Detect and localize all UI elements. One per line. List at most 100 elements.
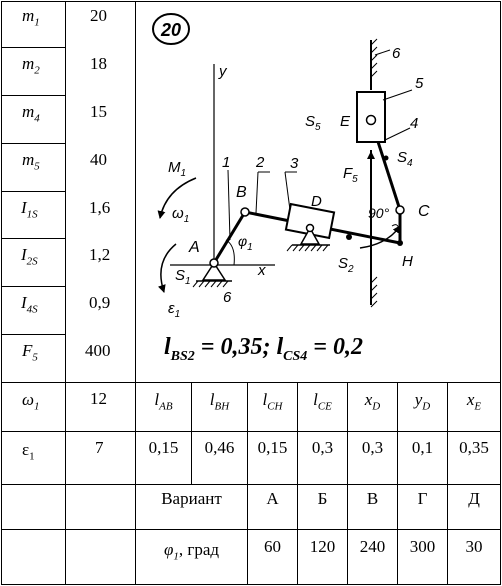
angle-a: 60: [264, 537, 281, 556]
col-line: [65, 1, 66, 585]
label-1: 1: [222, 154, 230, 171]
header-yd: yD: [414, 390, 431, 413]
col-line: [191, 382, 192, 484]
label-y: y: [218, 63, 228, 80]
label-6-top: 6: [392, 45, 401, 62]
row-line: [1, 47, 65, 48]
param-value-m2: 18: [90, 54, 107, 73]
param-label-m4: m4: [22, 102, 40, 125]
slider-d: [284, 202, 336, 252]
variant-d: Д: [468, 489, 480, 508]
point-s4: [383, 155, 389, 161]
row-line: [1, 286, 65, 287]
joint-c: [395, 205, 405, 215]
col-line: [397, 382, 398, 584]
length-formula: lBS2 = 0,35; lCS4 = 0,2: [164, 334, 363, 364]
label-2: 2: [255, 154, 265, 171]
row-line: [1, 95, 65, 96]
label-s2: S2: [338, 255, 354, 275]
row-line: [1, 191, 65, 192]
param-value-i4s: 0,9: [89, 293, 111, 312]
label-phi1: φ1: [238, 233, 253, 253]
variant-a: А: [266, 489, 279, 508]
col-line: [347, 382, 348, 584]
epsilon-arrow: [157, 243, 177, 293]
col-line: [297, 382, 298, 584]
label-f5: F5: [343, 165, 358, 185]
pivot-a: [192, 258, 232, 288]
param-label-i2s: I2S: [21, 245, 38, 268]
label-s4: S4: [397, 149, 413, 169]
param-value-eps1: 7: [95, 438, 104, 457]
param-label-m2: m2: [22, 54, 40, 77]
value-lce: 0,3: [311, 438, 334, 457]
variant-v: В: [366, 489, 379, 508]
label-s1: S1: [175, 267, 191, 287]
param-value-f5: 400: [85, 341, 111, 360]
header-xe: xE: [466, 390, 482, 413]
label-h: H: [402, 253, 413, 270]
header-xd: xD: [364, 390, 381, 413]
col-line: [247, 382, 248, 584]
label-4: 4: [410, 115, 418, 132]
col-line: [135, 1, 136, 585]
param-label-i4s: I4S: [21, 293, 38, 316]
param-value-omega1: 12: [90, 389, 107, 408]
param-label-i1s: I1S: [21, 198, 38, 221]
row-line: [1, 431, 501, 432]
label-a: A: [188, 239, 200, 256]
header-lab: lAB: [154, 390, 173, 413]
value-lab: 0,15: [148, 438, 179, 457]
row-line: [1, 334, 65, 335]
param-label-m1: m1: [22, 6, 40, 29]
label-6-bottom: 6: [223, 289, 232, 306]
angle-row-label: φ1, град: [163, 540, 220, 563]
angle-v: 240: [359, 537, 386, 556]
row-line: [1, 529, 501, 530]
point-s2: [346, 234, 352, 240]
param-value-i2s: 1,2: [89, 245, 111, 264]
angle-d: 30: [465, 537, 483, 556]
variant-b: Б: [317, 489, 328, 508]
variant-number: 20: [160, 20, 181, 40]
col-line: [447, 382, 448, 584]
row-line: [1, 238, 65, 239]
row-line: [1, 382, 501, 383]
param-label-omega1: ω1: [22, 390, 40, 413]
value-lch: 0,15: [257, 438, 288, 457]
value-lbh: 0,46: [204, 438, 235, 457]
moment-m1-arrow: [157, 177, 197, 219]
mechanism-diagram: 20 y x D 6 5 E S5 F5 4 S4 C 90: [152, 13, 430, 320]
label-s5: S5: [305, 113, 321, 133]
label-3: 3: [290, 155, 299, 172]
variant-number-badge: 20: [152, 13, 190, 45]
param-label-m5: m5: [22, 150, 40, 173]
param-value-m4: 15: [90, 102, 107, 121]
param-value-i1s: 1,6: [89, 198, 111, 217]
variant-row-label: Вариант: [161, 489, 222, 508]
label-90: 90°: [368, 205, 390, 221]
label-e: E: [340, 113, 351, 130]
point-h: [397, 240, 403, 246]
border-bottom: [1, 584, 501, 585]
row-line: [1, 143, 65, 144]
label-eps1: ε1: [168, 300, 180, 320]
param-value-m1: 20: [90, 6, 107, 25]
header-lbh: lBH: [209, 390, 230, 413]
label-c: C: [418, 203, 430, 220]
header-lch: lCH: [262, 390, 283, 413]
param-label-f5: F5: [22, 341, 38, 364]
label-x: x: [257, 262, 266, 279]
angle-b: 120: [309, 537, 336, 556]
param-label-eps1: ε1: [22, 440, 35, 463]
border-left: [1, 1, 2, 585]
value-xd: 0,3: [361, 438, 384, 457]
label-b: B: [236, 184, 247, 201]
label-5: 5: [415, 75, 424, 92]
value-xe: 0,35: [459, 438, 489, 457]
value-yd: 0,1: [411, 438, 434, 457]
row-line: [1, 484, 501, 485]
border-top: [1, 1, 501, 2]
param-value-m5: 40: [90, 150, 107, 169]
label-omega1: ω1: [172, 205, 189, 225]
